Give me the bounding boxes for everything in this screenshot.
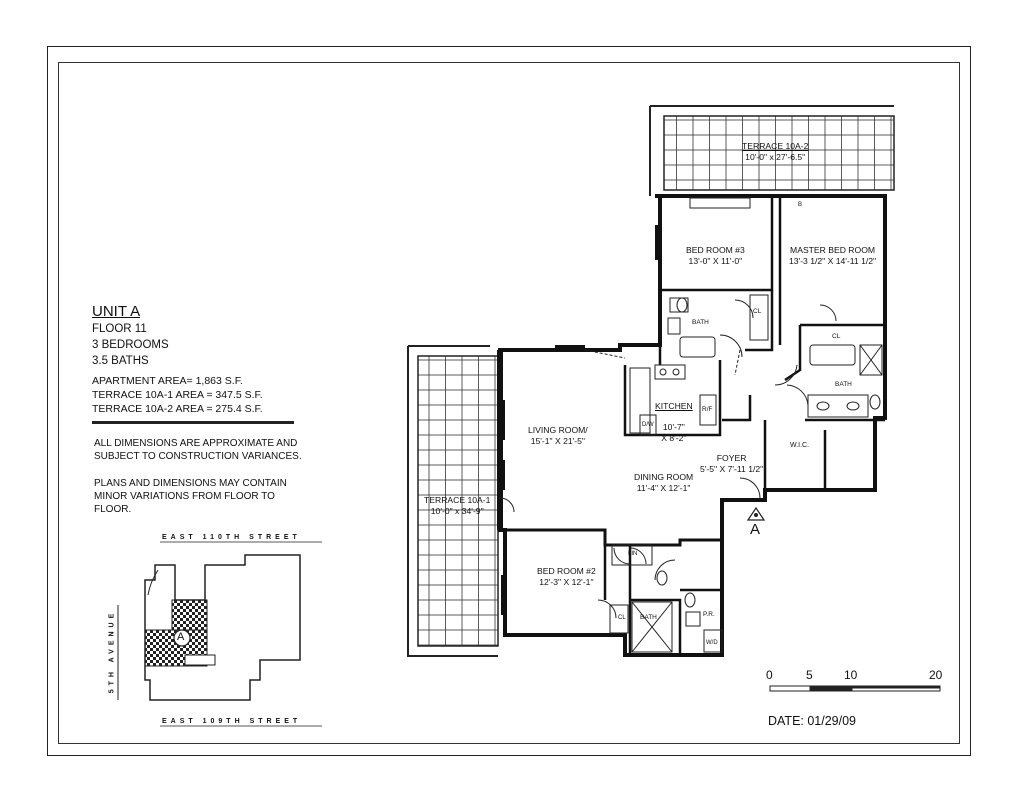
interior-walls bbox=[603, 196, 885, 655]
note-variations: PLANS AND DIMENSIONS MAY CONTAIN MINOR V… bbox=[94, 478, 287, 515]
dining-room-label: DINING ROOM 11'-4" X 12'-1" bbox=[634, 472, 693, 493]
room-dims: 12'-3" X 12'-1" bbox=[539, 576, 594, 587]
bath-label-3: BATH bbox=[640, 614, 657, 621]
windows bbox=[501, 225, 659, 615]
room-name: BED ROOM #3 bbox=[686, 245, 745, 255]
closet-label-1: CL bbox=[753, 308, 762, 315]
fixtures bbox=[609, 197, 883, 653]
note-dimensions: ALL DIMENSIONS ARE APPROXIMATE AND SUBJE… bbox=[94, 438, 302, 462]
room-name: FOYER bbox=[716, 453, 747, 463]
room-dims: 11'-4" X 12'-1" bbox=[636, 482, 691, 493]
terrace-1-area: TERRACE 10A-1 AREA = 347.5 S.F. bbox=[92, 389, 263, 401]
b-label: B bbox=[798, 202, 803, 208]
terrace-10a-1 bbox=[407, 345, 499, 657]
room-dims: 10'-7" X 8'-2" bbox=[661, 422, 687, 443]
avenue-label: 5TH AVENUE bbox=[108, 609, 116, 694]
room-name: KITCHEN bbox=[655, 400, 693, 411]
room-name: LIVING ROOM/ bbox=[528, 425, 588, 435]
powder-room-label: P.R. bbox=[703, 611, 715, 618]
divider-rule bbox=[92, 421, 294, 424]
terrace-2-area: TERRACE 10A-2 AREA = 275.4 S.F. bbox=[92, 403, 263, 415]
bedrooms-label: 3 BEDROOMS bbox=[92, 339, 169, 351]
room-name: MASTER BED ROOM bbox=[790, 245, 876, 255]
bath-label-2: BATH bbox=[835, 381, 852, 388]
baths-label: 3.5 BATHS bbox=[92, 355, 149, 367]
closet-label-2: CL bbox=[832, 333, 841, 340]
walk-in-closet-label: W.I.C. bbox=[790, 442, 810, 449]
room-dims: 13'-0" X 11'-0" bbox=[688, 255, 743, 266]
dishwasher-label: D/W bbox=[642, 422, 654, 428]
scale-label-20: 20 bbox=[929, 668, 943, 682]
street-bottom-label: EAST 109TH STREET bbox=[162, 718, 302, 725]
bedroom-3-label: BED ROOM #3 13'-0" X 11'-0" bbox=[686, 245, 745, 266]
room-name: DINING ROOM bbox=[634, 472, 694, 482]
street-top-label: EAST 110TH STREET bbox=[162, 534, 301, 541]
key-plan-unit-marker: A bbox=[177, 631, 185, 643]
linen-label: LIN bbox=[628, 551, 638, 557]
unit-title: UNIT A bbox=[92, 303, 141, 320]
terrace-10a-2 bbox=[649, 105, 895, 196]
scale-bar bbox=[769, 685, 941, 692]
room-dims: 13'-3 1/2" X 14'-11 1/2" bbox=[789, 255, 877, 266]
bath-label-1: BATH bbox=[692, 319, 709, 326]
foyer-label: FOYER 5'-5" X 7'-11 1/2" bbox=[700, 453, 763, 474]
room-name: BED ROOM #2 bbox=[537, 566, 596, 576]
scale-label-0: 0 bbox=[766, 668, 773, 682]
apartment-outline bbox=[498, 194, 887, 657]
fridge-label: R/F bbox=[702, 406, 713, 413]
room-dims: 5'-5" X 7'-11 1/2" bbox=[700, 463, 764, 474]
kitchen-label: KITCHEN 10'-7" X 8'-2" bbox=[655, 390, 693, 454]
plan-date: DATE: 01/29/09 bbox=[768, 714, 857, 728]
section-marker bbox=[746, 506, 766, 521]
living-room-label: LIVING ROOM/ 15'-1" X 21'-5" bbox=[528, 425, 588, 446]
washer-dryer-label: W/D bbox=[706, 640, 718, 646]
section-marker-label: A bbox=[750, 521, 761, 538]
terrace-10a-1-label: TERRACE 10A-1 10'-0" x 34'-9" bbox=[424, 495, 490, 516]
closet-label-3: CL bbox=[618, 615, 626, 621]
key-plan bbox=[117, 541, 322, 727]
room-name: TERRACE 10A-2 bbox=[742, 141, 809, 151]
scale-label-5: 5 bbox=[806, 668, 813, 682]
master-bedroom-label: MASTER BED ROOM 13'-3 1/2" X 14'-11 1/2" bbox=[789, 245, 876, 266]
apartment-area: APARTMENT AREA= 1,863 S.F. bbox=[92, 375, 243, 387]
room-name: TERRACE 10A-1 bbox=[424, 495, 491, 505]
scale-label-10: 10 bbox=[844, 668, 858, 682]
room-dims: 10'-0" x 34'-9" bbox=[430, 505, 484, 516]
bedroom-2-label: BED ROOM #2 12'-3" X 12'-1" bbox=[537, 566, 596, 587]
inner-border bbox=[58, 62, 960, 744]
outer-border bbox=[47, 46, 971, 756]
terrace-10a-2-label: TERRACE 10A-2 10'-0" x 27'-6.5" bbox=[742, 141, 808, 162]
floor-label: FLOOR 11 bbox=[92, 323, 147, 335]
room-dims: 15'-1" X 21'-5" bbox=[530, 435, 585, 446]
room-dims: 10'-0" x 27'-6.5" bbox=[745, 151, 806, 162]
